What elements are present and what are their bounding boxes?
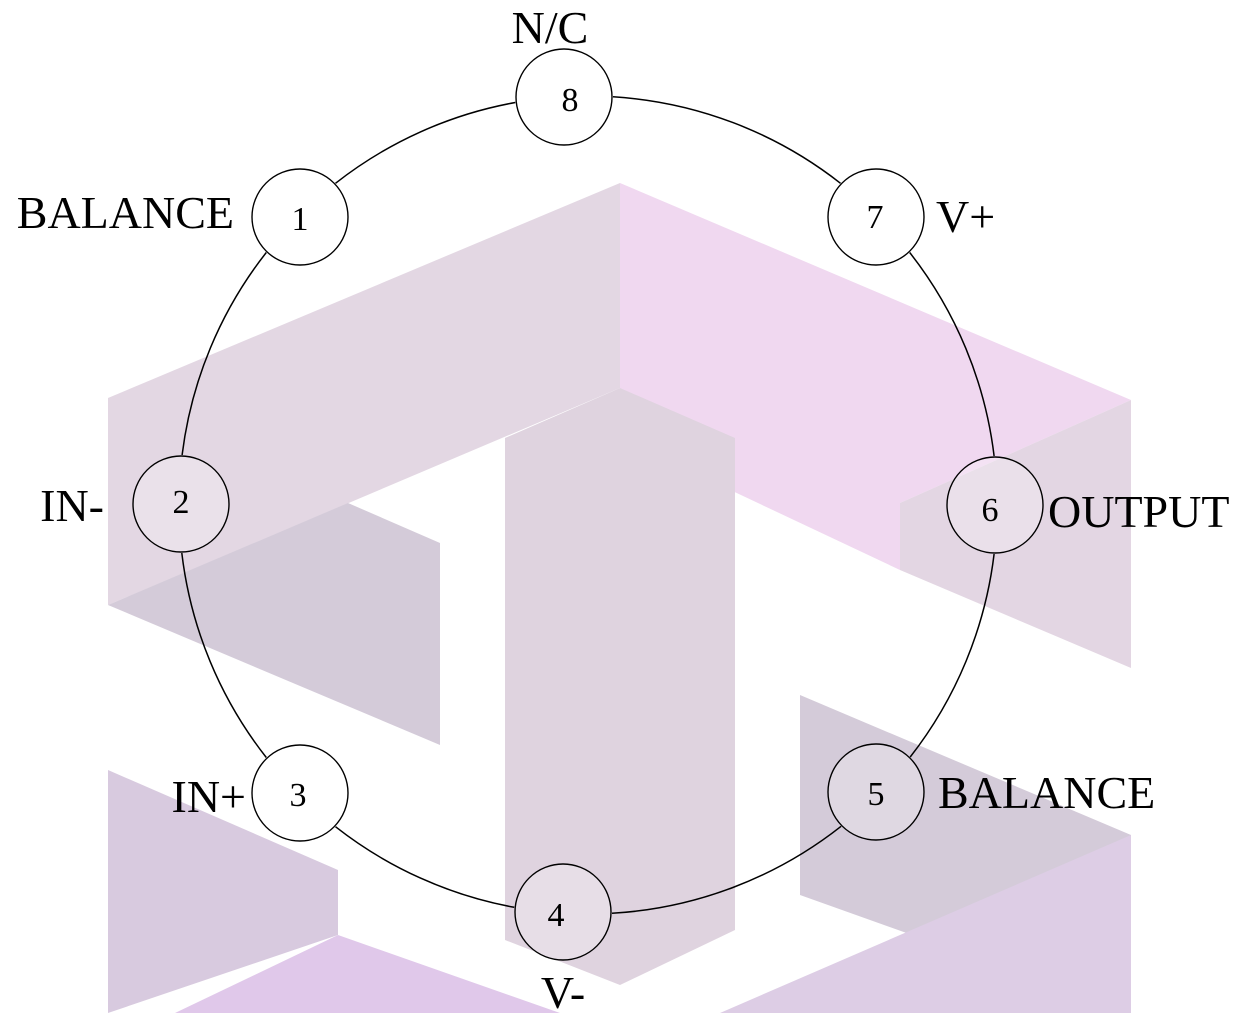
pin-3: 3 IN+ [172, 744, 349, 842]
pin-6-number: 6 [982, 492, 999, 529]
ring-segment [335, 826, 515, 909]
pin-1-circle [251, 168, 349, 266]
watermark-bottom-left [108, 770, 338, 1013]
pin-8-number: 8 [562, 82, 579, 119]
pin-2-number: 2 [173, 484, 190, 521]
ring-segment [909, 553, 995, 758]
watermark-logo [108, 183, 1131, 1013]
watermark-right-wing [900, 400, 1131, 668]
watermark-bottom-right [720, 835, 1131, 1013]
pin-7-circle [827, 168, 925, 266]
pin-2-circle [132, 455, 230, 553]
pin-2-label: IN- [40, 480, 104, 531]
pin-6: 6 OUTPUT [946, 456, 1229, 554]
pin-2: 2 IN- [40, 455, 230, 553]
pin-5-label: BALANCE [938, 767, 1155, 818]
watermark-left-shadow [108, 503, 440, 745]
pin-6-circle [946, 456, 1044, 554]
pin-3-circle [251, 744, 349, 842]
watermark-center-column [505, 388, 735, 985]
pin-8-label: N/C [512, 2, 589, 53]
pin-1-label: BALANCE [17, 187, 234, 238]
watermark-top-left-face [108, 183, 620, 605]
pin-4-number: 4 [548, 897, 565, 934]
pin-5-number: 5 [868, 776, 885, 813]
pin-1-number: 1 [292, 201, 309, 238]
pin-7-label: V+ [936, 191, 995, 242]
pin-4: 4 V- [514, 863, 612, 1013]
watermark-bottom-band [175, 935, 560, 1013]
pin-5: 5 BALANCE [827, 743, 1155, 841]
pin-8: 8 N/C [512, 2, 613, 146]
pin-7: 7 V+ [827, 168, 995, 266]
pin-4-circle [514, 863, 612, 961]
pin-7-number: 7 [867, 199, 884, 236]
pin-1: 1 BALANCE [17, 168, 349, 266]
pin-3-label: IN+ [172, 771, 246, 822]
ring-segment [181, 552, 267, 758]
pin-3-number: 3 [290, 777, 307, 814]
ring-segment [181, 252, 267, 456]
pin-4-label: V- [541, 967, 585, 1013]
watermark-top-right-face [620, 183, 1131, 570]
pin-ring [181, 96, 995, 915]
ring-segment [611, 825, 842, 915]
ring-segment [612, 96, 841, 184]
pin-8-circle [515, 48, 613, 146]
pin-5-circle [827, 743, 925, 841]
ring-segment [909, 252, 995, 457]
pin-6-label: OUTPUT [1048, 486, 1229, 537]
ring-segment [335, 101, 516, 184]
